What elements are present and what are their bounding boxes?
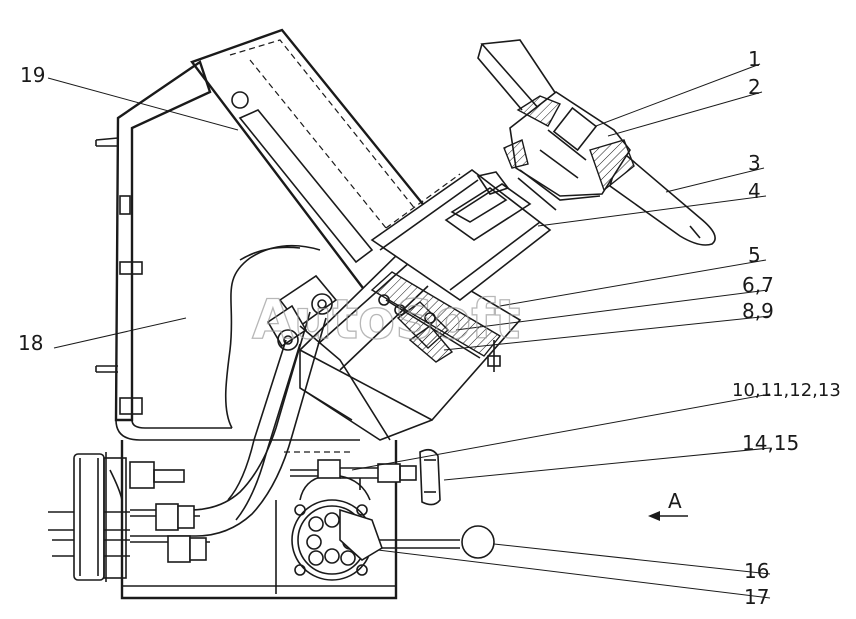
view-arrow [648,511,688,521]
leader-lines [47,63,771,599]
column-base-clamp [266,274,391,441]
callout-19: 19 [20,63,45,87]
callout-5: 5 [748,243,761,267]
callout-16: 16 [744,559,769,583]
callout-2: 2 [748,75,761,99]
steering-wheel [477,39,716,246]
callout-8-9: 8,9 [742,299,774,323]
callout-17: 17 [744,585,769,609]
callout-10-13: 10,11,12,13 [732,380,841,401]
callout-18: 18 [18,331,43,355]
callout-4: 4 [748,179,761,203]
callout-3: 3 [748,151,761,175]
callout-1: 1 [748,47,761,71]
valve-block [73,440,495,600]
callout-6-7: 6,7 [742,273,774,297]
cab-panel [95,60,360,441]
callout-14-15: 14,15 [742,431,799,455]
watermark: AutoSoft [252,288,520,351]
view-label-a: A [668,489,682,513]
shaft-sleeve [370,169,552,301]
